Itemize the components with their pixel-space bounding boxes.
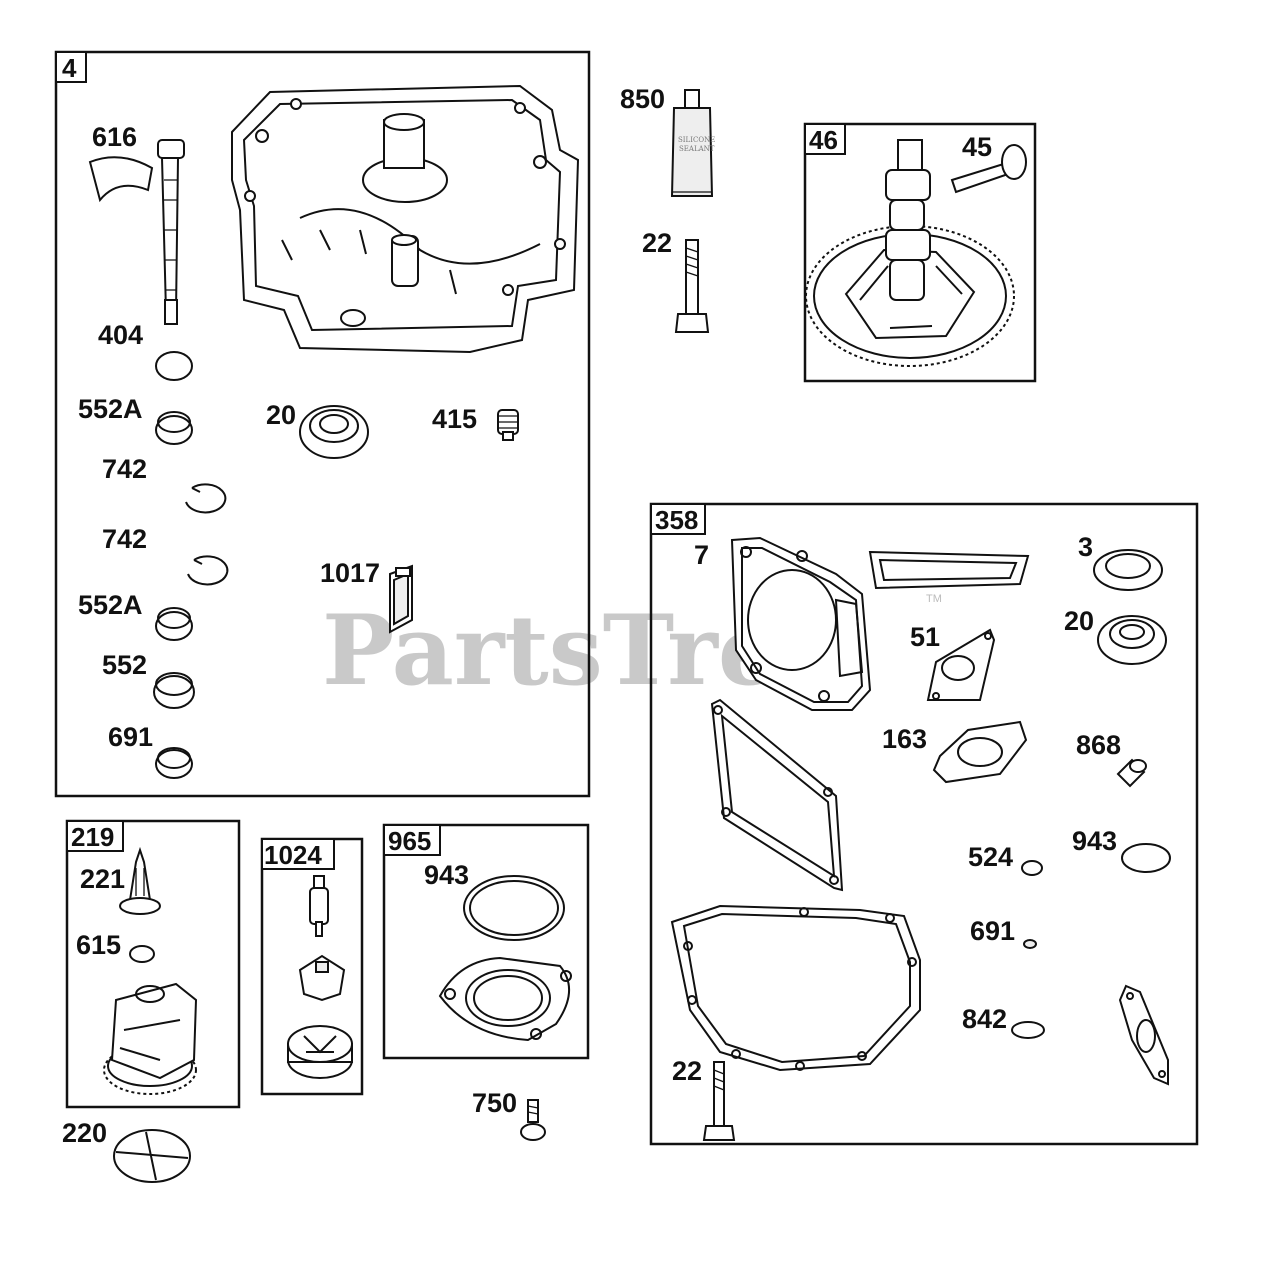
- group-box-358: [649, 502, 1199, 1146]
- group-tag-219: [66, 820, 124, 852]
- camshaft-gear[interactable]: [805, 139, 1015, 367]
- part-label-552a-lower: 552A: [78, 590, 143, 620]
- bearing-part-20-upper[interactable]: [299, 405, 369, 459]
- part-label-51: 51: [910, 622, 940, 652]
- o-ring-part-943-pump[interactable]: [463, 875, 565, 941]
- part-label-615: 615: [76, 930, 121, 960]
- part-label-415: 415: [432, 404, 477, 434]
- sealant-tube-part-850[interactable]: SILICONE SEALANT: [670, 89, 715, 197]
- sleeve-part-868[interactable]: [1116, 758, 1147, 788]
- group-tag-358: [650, 503, 706, 535]
- group-label-965[interactable]: 965: [388, 826, 431, 856]
- crankcase-gasket[interactable]: [670, 904, 921, 1072]
- group-label-4[interactable]: 4: [62, 53, 77, 83]
- pin-part-45[interactable]: [950, 144, 1027, 194]
- part-label-943-gasket-set: 943: [1072, 826, 1117, 856]
- part-label-750: 750: [472, 1088, 517, 1118]
- part-label-220: 220: [62, 1118, 107, 1148]
- governor-shaft-part-616[interactable]: [88, 139, 185, 325]
- bolt-part-22-lower[interactable]: [702, 1061, 736, 1141]
- part-label-842: 842: [962, 1004, 1007, 1034]
- gasket-part-163[interactable]: [932, 720, 1028, 784]
- ring-part-524[interactable]: [1021, 860, 1043, 876]
- watermark-trademark: TM: [926, 593, 942, 605]
- part-label-221: 221: [80, 864, 125, 894]
- pump-shaft[interactable]: [309, 875, 329, 937]
- part-label-868: 868: [1076, 730, 1121, 760]
- e-clip-part-742-lower[interactable]: [187, 555, 229, 586]
- part-label-20-upper: 20: [266, 400, 296, 430]
- group-tag-965: [383, 824, 441, 856]
- part-label-404: 404: [98, 320, 143, 350]
- part-label-1017: 1017: [320, 558, 380, 588]
- part-label-742-lower: 742: [102, 524, 147, 554]
- filter-part-1017[interactable]: [389, 564, 413, 634]
- washer-part-615[interactable]: [129, 945, 155, 963]
- bolt-part-22-upper[interactable]: [674, 239, 710, 333]
- group-tag-1024: [261, 838, 335, 870]
- part-label-616: 616: [92, 122, 137, 152]
- part-label-22-upper: 22: [642, 228, 672, 258]
- seal-part-552a-upper[interactable]: [155, 411, 193, 445]
- ring-part-3[interactable]: [1093, 549, 1163, 591]
- seal-part-691-gasket-set[interactable]: [1023, 939, 1037, 949]
- part-label-3: 3: [1078, 532, 1093, 562]
- pump-cover-plate[interactable]: [438, 956, 572, 1042]
- part-label-552: 552: [102, 650, 147, 680]
- seal-part-691[interactable]: [155, 747, 193, 779]
- seal-part-552[interactable]: [153, 672, 195, 709]
- ring-part-842[interactable]: [1011, 1021, 1045, 1039]
- head-gasket-part-7[interactable]: [730, 536, 872, 711]
- group-tag-46: [804, 123, 846, 155]
- pump-rotor-outer[interactable]: [287, 1025, 353, 1079]
- crankcase-cover-sump[interactable]: [231, 84, 580, 354]
- e-clip-part-742-upper[interactable]: [185, 483, 227, 514]
- bearing-part-20-lower[interactable]: [1097, 615, 1167, 665]
- part-label-691: 691: [108, 722, 153, 752]
- part-label-850: 850: [620, 84, 665, 114]
- governor-cup-part-221[interactable]: [119, 846, 161, 915]
- group-box-219: [65, 819, 241, 1109]
- o-ring-part-404[interactable]: [155, 351, 193, 381]
- part-label-45: 45: [962, 132, 992, 162]
- part-label-691-gasket-set: 691: [970, 916, 1015, 946]
- group-label-358[interactable]: 358: [655, 505, 698, 535]
- gear-part-220[interactable]: [113, 1129, 191, 1183]
- group-label-219[interactable]: 219: [71, 822, 114, 852]
- seal-part-552a-lower[interactable]: [155, 607, 193, 641]
- part-label-943-pump: 943: [424, 860, 469, 890]
- group-box-965: [382, 823, 590, 1060]
- part-label-163: 163: [882, 724, 927, 754]
- group-tag-4: [55, 51, 87, 83]
- group-box-46: [803, 122, 1037, 383]
- part-label-742-upper: 742: [102, 454, 147, 484]
- tube-label-line-1: SILICONE: [678, 136, 715, 144]
- valve-cover-gasket[interactable]: [710, 698, 844, 892]
- part-label-7: 7: [694, 540, 709, 570]
- part-label-552a-upper: 552A: [78, 394, 143, 424]
- o-ring-part-943-gasket-set[interactable]: [1121, 843, 1171, 873]
- screw-part-750[interactable]: [520, 1099, 546, 1141]
- pump-rotor-inner[interactable]: [298, 954, 346, 1002]
- group-box-4: [54, 50, 591, 798]
- valve-cover-gasket-top[interactable]: [868, 550, 1030, 590]
- plug-part-415[interactable]: [497, 409, 519, 441]
- group-label-46[interactable]: 46: [809, 125, 838, 155]
- intake-gasket[interactable]: [1118, 984, 1169, 1086]
- part-label-20-lower: 20: [1064, 606, 1094, 636]
- part-label-524: 524: [968, 842, 1013, 872]
- tube-label-line-2: SEALANT: [679, 145, 715, 153]
- part-label-22-lower: 22: [672, 1056, 702, 1086]
- gasket-part-51[interactable]: [926, 628, 996, 701]
- group-label-1024[interactable]: 1024: [264, 840, 322, 870]
- governor-gear-assembly[interactable]: [103, 982, 198, 1095]
